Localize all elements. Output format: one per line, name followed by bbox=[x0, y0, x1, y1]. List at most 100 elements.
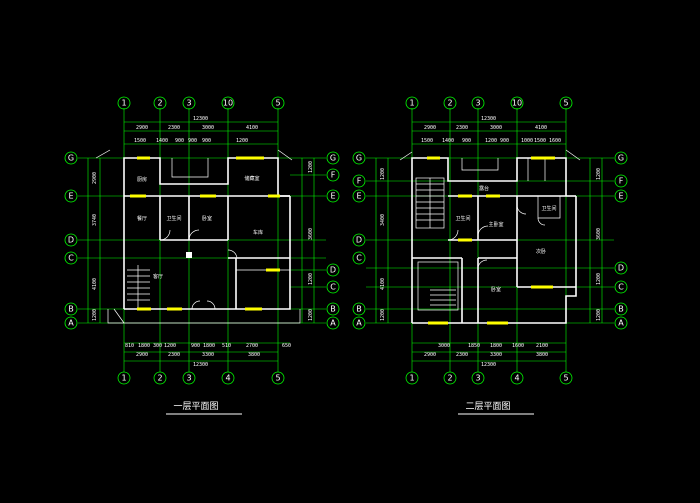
staircase bbox=[415, 177, 459, 311]
dim-text: 1500 bbox=[534, 138, 546, 144]
dim-text: 1200 bbox=[380, 309, 386, 321]
dim-text: 2300 bbox=[168, 125, 180, 131]
doors bbox=[447, 204, 546, 269]
dimension-lines bbox=[87, 121, 315, 362]
dim-text: 3800 bbox=[248, 352, 260, 358]
plan-title: 二层平面图 bbox=[465, 401, 510, 412]
room-label: 卧室 bbox=[202, 215, 212, 222]
axis-label: E bbox=[356, 192, 361, 201]
dim-text: 900 bbox=[191, 343, 200, 349]
dim-text: 510 bbox=[222, 343, 231, 349]
axis-label: 5 bbox=[563, 374, 568, 383]
dim-text: 1800 bbox=[490, 343, 502, 349]
room-label: 储藏室 bbox=[244, 175, 259, 182]
axis-label: F bbox=[357, 177, 362, 186]
dim-text: 4100 bbox=[535, 125, 547, 131]
dim-text: 2900 bbox=[136, 352, 148, 358]
dim-text: 810 bbox=[125, 343, 134, 349]
dim-text: 1200 bbox=[380, 168, 386, 180]
doors bbox=[159, 229, 238, 310]
dim-text: 2900 bbox=[92, 172, 98, 184]
dim-text: 2700 bbox=[246, 343, 258, 349]
axis-label: E bbox=[68, 192, 73, 201]
axis-label: C bbox=[618, 283, 624, 292]
dim-text: 1800 bbox=[138, 343, 150, 349]
axis-label: D bbox=[618, 264, 624, 273]
axis-label: 3 bbox=[186, 99, 191, 108]
dim-text: 12300 bbox=[193, 116, 208, 122]
axis-label: 1 bbox=[409, 374, 414, 383]
dim-text: 3740 bbox=[92, 214, 98, 226]
axis-label: 1 bbox=[409, 99, 414, 108]
dim-text: 3400 bbox=[380, 214, 386, 226]
dim-text: 900 bbox=[188, 138, 197, 144]
axis-label: 10 bbox=[512, 99, 522, 108]
dim-text: 650 bbox=[282, 343, 291, 349]
staircase bbox=[127, 265, 150, 308]
axis-label: G bbox=[618, 154, 624, 163]
dim-text: 2100 bbox=[536, 343, 548, 349]
dim-text: 4100 bbox=[380, 278, 386, 290]
plan-second-floor: 1 2 3 10 5 1 2 3 4 5 G F E D C B A G F E… bbox=[352, 96, 628, 415]
axis-label: B bbox=[618, 305, 624, 314]
axis-label: 3 bbox=[475, 99, 480, 108]
axis-label: G bbox=[68, 154, 74, 163]
dim-text: 900 bbox=[500, 138, 509, 144]
dim-text: 2900 bbox=[424, 352, 436, 358]
axis-label: A bbox=[68, 319, 74, 328]
axis-label: 1 bbox=[121, 99, 126, 108]
windows bbox=[130, 156, 280, 311]
dim-text: 4100 bbox=[92, 278, 98, 290]
axis-label: D bbox=[330, 266, 336, 275]
plan-title: 一层平面图 bbox=[173, 401, 218, 412]
dim-text: 3000 bbox=[202, 125, 214, 131]
axis-label: E bbox=[330, 192, 335, 201]
dim-text: 3000 bbox=[438, 343, 450, 349]
room-label: 客厅 bbox=[153, 273, 163, 280]
room-label: 卧室 bbox=[491, 286, 501, 293]
dimension-texts: 12300 2900 2300 3000 4100 1500 1400 900 … bbox=[92, 116, 314, 368]
axis-label: B bbox=[356, 305, 362, 314]
dim-text: 1000 bbox=[521, 138, 533, 144]
axis-label: D bbox=[356, 236, 362, 245]
axis-label: B bbox=[68, 305, 74, 314]
dim-text: 900 bbox=[175, 138, 184, 144]
axis-label: 2 bbox=[447, 99, 452, 108]
axis-label: A bbox=[330, 319, 336, 328]
dim-text: 3300 bbox=[202, 352, 214, 358]
walls bbox=[399, 149, 581, 324]
dimension-texts: 12300 2900 2300 3000 4100 1500 1400 900 … bbox=[380, 116, 602, 368]
dim-text: 3300 bbox=[490, 352, 502, 358]
axis-label: 2 bbox=[157, 99, 162, 108]
room-label: 餐厅 bbox=[137, 215, 147, 222]
axis-label: 2 bbox=[157, 374, 162, 383]
dim-text: 1500 bbox=[421, 138, 433, 144]
room-labels: 露台 卫生间 卧室 主卧室 次卧 卧室 卫生间 bbox=[455, 185, 556, 293]
axis-label: 4 bbox=[225, 374, 230, 383]
room-label: 厨房 bbox=[137, 176, 147, 183]
room-label: 卫生间 bbox=[455, 215, 470, 222]
dim-text: 1850 bbox=[468, 343, 480, 349]
dimension-lines bbox=[375, 121, 603, 362]
dim-text: 2900 bbox=[136, 125, 148, 131]
axis-label: A bbox=[618, 319, 624, 328]
axis-markers: 1 2 3 10 5 1 2 3 4 5 G F E D C B A G F E… bbox=[352, 96, 628, 385]
dim-text: 1400 bbox=[156, 138, 168, 144]
dim-text: 1800 bbox=[203, 343, 215, 349]
dim-text: 3600 bbox=[308, 228, 314, 240]
axis-label: B bbox=[330, 305, 336, 314]
dim-text: 900 bbox=[462, 138, 471, 144]
axis-label: E bbox=[618, 192, 623, 201]
axis-label: 5 bbox=[275, 374, 280, 383]
dim-text: 1200 bbox=[596, 309, 602, 321]
dim-text: 1200 bbox=[92, 309, 98, 321]
plan-first-floor: 1 2 3 10 5 1 2 3 4 5 G E D C B A G F E D… bbox=[64, 96, 340, 415]
room-label: 卫生间 bbox=[541, 205, 556, 212]
room-label: 卫生间 bbox=[166, 215, 181, 222]
dim-text: 1200 bbox=[308, 161, 314, 173]
dim-text: 2300 bbox=[168, 352, 180, 358]
windows bbox=[427, 156, 555, 325]
dim-text: 3800 bbox=[536, 352, 548, 358]
dim-text: 1200 bbox=[236, 138, 248, 144]
dim-text: 1200 bbox=[164, 343, 176, 349]
